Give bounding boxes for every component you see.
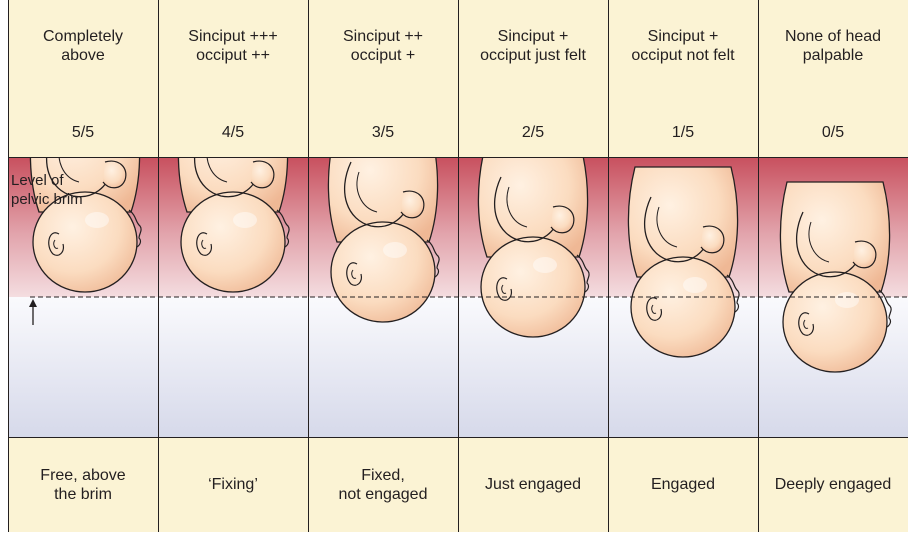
- divider: [608, 0, 609, 532]
- engagement-status-6: Deeply engaged: [758, 437, 908, 532]
- engagement-status-5: Engaged: [608, 437, 758, 532]
- palpation-cell-5: Sinciput + occiput not felt 1/5: [608, 0, 758, 157]
- palpation-label: None of head palpable: [762, 27, 904, 65]
- fifths-palpable: 4/5: [158, 123, 308, 142]
- palpation-cell-2: Sinciput +++ occiput ++ 4/5: [158, 0, 308, 157]
- palpation-label: Sinciput + occiput just felt: [462, 27, 604, 65]
- palpation-cell-3: Sinciput ++ occiput + 3/5: [308, 0, 458, 157]
- fetal-head-2-5: [478, 157, 589, 337]
- fifths-palpable: 1/5: [608, 123, 758, 142]
- divider: [8, 0, 9, 532]
- engagement-status-1: Free, above the brim: [8, 437, 158, 532]
- pelvic-brim-label: Level of pelvic brim: [11, 171, 83, 209]
- fetal-head-4-5: [178, 157, 289, 292]
- divider: [158, 0, 159, 532]
- divider: [758, 0, 759, 532]
- palpation-label: Sinciput +++ occiput ++: [162, 27, 304, 65]
- fifths-palpable: 5/5: [8, 123, 158, 142]
- engagement-diagram: Completely above 5/5 Sinciput +++ occipu…: [8, 0, 908, 532]
- palpation-label: Sinciput + occiput not felt: [612, 27, 754, 65]
- fifths-palpable: 2/5: [458, 123, 608, 142]
- palpation-label: Sinciput ++ occiput +: [312, 27, 454, 65]
- palpation-cell-4: Sinciput + occiput just felt 2/5: [458, 0, 608, 157]
- engagement-status-3: Fixed, not engaged: [308, 437, 458, 532]
- fifths-palpable: 3/5: [308, 123, 458, 142]
- fetal-head-0-5: [780, 182, 891, 372]
- fifths-palpable: 0/5: [758, 123, 908, 142]
- engagement-status-2: ‘Fixing’: [158, 437, 308, 532]
- fetal-head-1-5: [628, 167, 739, 357]
- palpation-cell-1: Completely above 5/5: [8, 0, 158, 157]
- palpation-label: Completely above: [12, 27, 154, 65]
- palpation-cell-6: None of head palpable 0/5: [758, 0, 908, 157]
- divider: [458, 0, 459, 532]
- engagement-status-4: Just engaged: [458, 437, 608, 532]
- divider: [308, 0, 309, 532]
